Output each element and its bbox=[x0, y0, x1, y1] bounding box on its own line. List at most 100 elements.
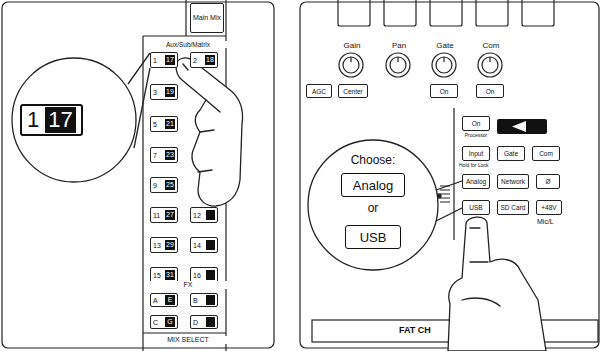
knob bbox=[339, 53, 502, 77]
mix-button: 7 23 bbox=[150, 147, 178, 163]
button-label: Gate bbox=[504, 150, 518, 157]
button-label: A bbox=[153, 297, 158, 304]
button-label: Main Mix bbox=[193, 14, 221, 22]
button-label: 7 bbox=[153, 152, 157, 159]
mix-button: 5 21 bbox=[150, 116, 178, 132]
source-button: SD Card bbox=[497, 200, 529, 215]
inverted-number: 18 bbox=[205, 55, 215, 65]
button-label: 9 bbox=[153, 182, 157, 189]
zoom-callout bbox=[12, 53, 150, 182]
knob-part bbox=[443, 57, 444, 62]
source-button: Network bbox=[497, 174, 529, 189]
indicator-square bbox=[206, 317, 215, 327]
zoom-callout-part bbox=[134, 68, 150, 148]
knob-part bbox=[350, 57, 351, 62]
mix-button: 11 27 bbox=[150, 207, 178, 223]
knob-part bbox=[386, 53, 410, 77]
inverted-number: 31 bbox=[165, 270, 175, 280]
zoomed-button: USB bbox=[345, 225, 401, 249]
knob-label: Gate bbox=[429, 41, 461, 50]
left-panel-part bbox=[143, 332, 226, 333]
section-label: MIX SELECT bbox=[148, 336, 228, 344]
left-panel-part bbox=[2, 2, 274, 348]
level-meter-part bbox=[440, 194, 450, 195]
mix-button: 12 bbox=[190, 207, 218, 223]
callout-circle bbox=[308, 140, 438, 270]
button-label: D bbox=[193, 319, 198, 326]
indicator-square bbox=[206, 270, 215, 280]
left-panel-part bbox=[142, 36, 143, 351]
knob-part bbox=[390, 57, 406, 73]
channel-button: On bbox=[476, 84, 504, 98]
processor-button: OnProcessor bbox=[461, 116, 491, 140]
button-label: On bbox=[486, 88, 495, 95]
left-panel bbox=[2, 0, 274, 351]
knob-label: Pan bbox=[383, 41, 415, 50]
button-label: 12 bbox=[193, 212, 201, 219]
pressing-hand-part bbox=[448, 217, 546, 351]
knob-label: Gain bbox=[336, 41, 368, 50]
pressing-hand bbox=[448, 217, 546, 351]
button-label: Analog bbox=[353, 178, 393, 193]
right-panel-part bbox=[384, 0, 416, 26]
button-label: 11 bbox=[153, 212, 160, 219]
indicator-square bbox=[206, 240, 215, 250]
button-caption: Processor bbox=[465, 132, 488, 138]
button-label: Network bbox=[501, 178, 525, 185]
pressing-hand-part bbox=[176, 58, 243, 206]
zoomed-button: 117 bbox=[20, 104, 83, 136]
level-meter-part bbox=[440, 202, 450, 203]
channel-button: Com bbox=[532, 146, 560, 161]
zoomed-button: Analog bbox=[341, 173, 405, 197]
section-label: FAT CH bbox=[398, 325, 432, 335]
knob-part bbox=[339, 53, 363, 77]
back-arrow-button-part bbox=[512, 121, 526, 132]
button-label: C bbox=[153, 319, 158, 326]
section-label: Mic/L bbox=[536, 218, 555, 226]
section-label: FX bbox=[148, 281, 228, 289]
button-label: On bbox=[440, 88, 449, 95]
fx-button: B bbox=[190, 293, 218, 307]
right-panel-part bbox=[522, 0, 554, 26]
phantom-button: +48V bbox=[536, 200, 562, 215]
callout-word: or bbox=[307, 201, 439, 215]
knob-part bbox=[482, 57, 498, 73]
button-label: 14 bbox=[193, 242, 201, 249]
button-label: SD Card bbox=[501, 204, 526, 211]
inverted-number: 25 bbox=[165, 180, 175, 190]
inverted-number: 21 bbox=[165, 119, 175, 129]
pressing-hand bbox=[176, 58, 243, 206]
level-meter-part bbox=[440, 198, 450, 199]
mix-button: 1 17 bbox=[150, 52, 178, 68]
channel-button: Gate bbox=[497, 146, 525, 161]
mix-button: 14 bbox=[190, 237, 218, 253]
button-label: 1 bbox=[153, 57, 157, 64]
choose-callout: Choose: or AnalogUSB bbox=[307, 139, 439, 271]
button-label: Analog bbox=[466, 178, 486, 185]
right-panel-part bbox=[430, 0, 462, 26]
inverted-number: 27 bbox=[165, 210, 175, 220]
button-label: 16 bbox=[193, 272, 201, 279]
knob-part bbox=[478, 53, 502, 77]
inverted-number: 17 bbox=[165, 55, 175, 65]
level-meter-part bbox=[440, 190, 450, 191]
callout-heading: Choose: bbox=[307, 153, 439, 167]
button-label: Center bbox=[343, 88, 363, 95]
mix-button: Main Mix bbox=[190, 3, 224, 33]
inverted-number: 23 bbox=[165, 150, 175, 160]
knob-part bbox=[489, 57, 490, 62]
mix-button: 13 29 bbox=[150, 237, 178, 253]
zoom-callout-part bbox=[12, 58, 136, 182]
inverted-number: E bbox=[165, 295, 175, 305]
fx-button: AE bbox=[150, 293, 178, 307]
inverted-number: 29 bbox=[165, 240, 175, 250]
inverted-number: 19 bbox=[165, 87, 175, 97]
right-panel-part bbox=[338, 0, 370, 26]
phase-button: Ø bbox=[536, 174, 560, 189]
channel-button: Center bbox=[338, 84, 368, 98]
button-label: 13 bbox=[153, 242, 161, 249]
button-label: 5 bbox=[153, 121, 157, 128]
left-panel-part bbox=[185, 0, 186, 36]
button-label: 2 bbox=[193, 57, 197, 64]
